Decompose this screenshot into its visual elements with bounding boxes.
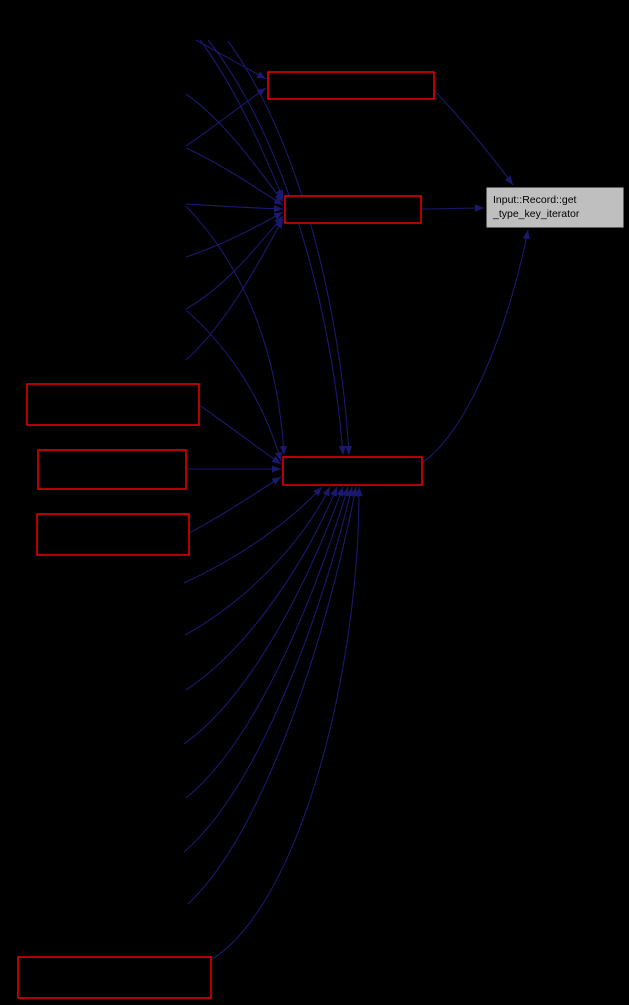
- edge-offscreen-d3-to-caller-center: [185, 486, 338, 691]
- node-focus-node-box: [485, 186, 625, 229]
- edge-offscreen-b7-to-caller-mid: [185, 218, 284, 361]
- edge-caller-bottom-to-caller-center: [210, 486, 363, 961]
- edge-caller-center-to-focus-node: [421, 229, 530, 464]
- node-caller-bottom-box[interactable]: [17, 956, 212, 999]
- edge-offscreen-c3-to-caller-center: [185, 205, 288, 456]
- node-caller-left-1[interactable]: [26, 383, 200, 426]
- edge-caller-mid-to-focus-node: [420, 204, 485, 212]
- edge-caller-left-3-to-caller-center: [188, 476, 282, 534]
- node-focus-node: Input::Record::get_type_key_iterator: [485, 186, 625, 229]
- node-caller-bottom[interactable]: [17, 956, 212, 999]
- node-focus-node-label-line-2: _type_key_iterator: [492, 208, 580, 220]
- edge-offscreen-c4-to-caller-center: [185, 309, 282, 462]
- node-caller-left-1-box[interactable]: [26, 383, 200, 426]
- edge-offscreen-d5-to-caller-center: [185, 486, 349, 799]
- node-caller-left-3-box[interactable]: [36, 513, 190, 556]
- node-caller-mid-box[interactable]: [284, 195, 422, 224]
- node-caller-center-box[interactable]: [282, 456, 423, 486]
- edge-offscreen-c1-to-caller-center: [207, 39, 346, 456]
- edge-layer: [183, 39, 530, 961]
- node-caller-top[interactable]: [267, 71, 435, 100]
- edge-offscreen-b2-to-caller-mid: [185, 93, 284, 203]
- node-caller-top-box[interactable]: [267, 71, 435, 100]
- edge-offscreen-a2-to-caller-top: [185, 87, 267, 147]
- edge-offscreen-b6-to-caller-mid: [185, 215, 284, 310]
- edge-offscreen-d6-to-caller-center: [183, 486, 354, 853]
- node-caller-center[interactable]: [282, 456, 423, 486]
- edge-caller-top-to-focus-node: [433, 89, 514, 186]
- edge-offscreen-b3-to-caller-mid: [185, 147, 284, 206]
- node-layer: Input::Record::get_type_key_iterator: [17, 71, 625, 999]
- edge-caller-left-1-to-caller-center: [198, 404, 282, 465]
- node-caller-left-2-box[interactable]: [37, 449, 187, 490]
- edge-offscreen-d4-to-caller-center: [183, 486, 344, 745]
- edge-offscreen-d7-to-caller-center: [187, 486, 358, 905]
- node-focus-node-label-line-1: Input::Record::get: [493, 194, 577, 206]
- edge-offscreen-b4-to-caller-mid: [185, 203, 284, 213]
- edge-offscreen-d1-to-caller-center: [183, 486, 323, 584]
- node-caller-left-2[interactable]: [37, 449, 187, 490]
- node-caller-left-3[interactable]: [36, 513, 190, 556]
- edge-offscreen-c2-to-caller-center: [227, 40, 353, 456]
- edge-offscreen-d2-to-caller-center: [184, 486, 331, 636]
- edge-offscreen-b1-to-caller-mid: [199, 39, 284, 200]
- edge-offscreen-b5-to-caller-mid: [185, 211, 284, 258]
- node-caller-mid[interactable]: [284, 195, 422, 224]
